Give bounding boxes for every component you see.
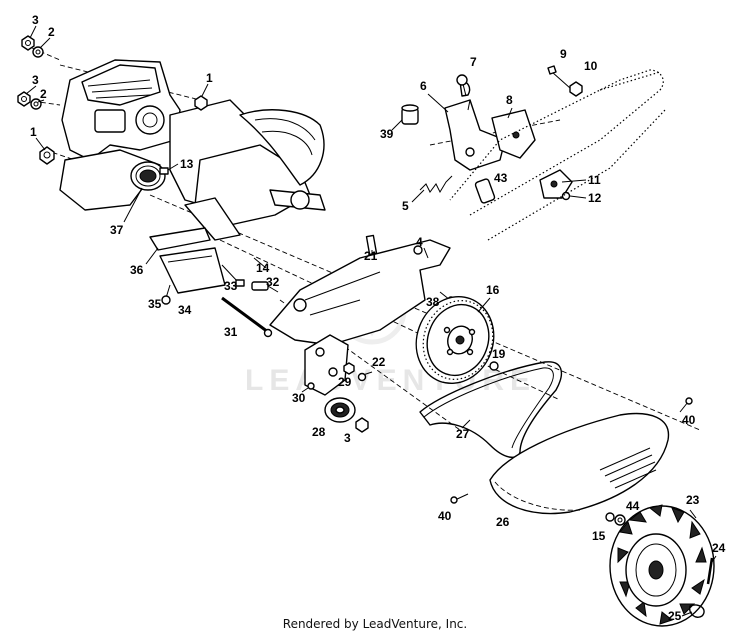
nut-3c: [355, 417, 369, 433]
nut-10: [569, 81, 583, 97]
screw-40a: [679, 397, 693, 413]
callout-29: 29: [338, 375, 352, 389]
idler-pulley: [324, 397, 356, 423]
bolt-7: [456, 74, 468, 97]
drive-belt: [419, 361, 563, 458]
callout-2: 2: [40, 87, 47, 101]
callout-3: 3: [344, 431, 351, 445]
callouts: 3 2 3 2 1 1 13 37 36 35 34 33 32 31 14 2…: [30, 13, 726, 623]
handlebar: [449, 69, 666, 241]
callout-5: 5: [402, 199, 409, 213]
nut-3a: [21, 35, 35, 51]
washer-2a: [32, 46, 44, 58]
callout-9: 9: [560, 47, 567, 61]
callout-19: 19: [492, 347, 506, 361]
callout-15: 15: [592, 529, 606, 543]
callout-40: 40: [682, 413, 696, 427]
callout-24: 24: [712, 541, 726, 555]
bolt-33: [221, 264, 245, 287]
spacer-43: [474, 178, 496, 204]
bolt-35: [161, 284, 171, 305]
nut-29: [343, 362, 355, 375]
callout-21: 21: [364, 249, 378, 263]
bolt-22: [357, 371, 373, 382]
pin-24: [706, 557, 714, 585]
callout-39: 39: [380, 127, 394, 141]
callout-35: 35: [148, 297, 162, 311]
nut-1a: [39, 146, 55, 165]
callout-38: 38: [426, 295, 440, 309]
bracket-36: [149, 227, 211, 251]
callout-33: 33: [224, 279, 238, 293]
callout-14: 14: [256, 261, 270, 275]
callout-32: 32: [266, 275, 280, 289]
callout-13: 13: [180, 157, 194, 171]
belt-cover: [489, 412, 670, 515]
idler-bracket: [304, 334, 349, 396]
bushing-39: [401, 104, 419, 125]
callout-44: 44: [626, 499, 640, 513]
callout-2: 2: [48, 25, 55, 39]
callout-36: 36: [130, 263, 144, 277]
callout-26: 26: [496, 515, 510, 529]
guard-34-edge: [167, 255, 213, 263]
callout-6: 6: [420, 79, 427, 93]
callout-30: 30: [292, 391, 306, 405]
key-13: [159, 167, 169, 175]
engine: [59, 59, 181, 211]
pin-21: [365, 234, 378, 256]
rod-31: [221, 296, 273, 338]
drive-belt-inner: [423, 367, 554, 449]
screw-40b: [450, 493, 469, 504]
nut-19: [489, 361, 499, 371]
nut-3b: [17, 91, 31, 107]
leader-lines: [25, 25, 717, 617]
nut-12: [561, 191, 571, 201]
callout-10: 10: [584, 59, 598, 73]
callout-7: 7: [470, 55, 477, 69]
callout-16: 16: [486, 283, 500, 297]
callout-1: 1: [30, 125, 37, 139]
screw-9: [547, 65, 571, 89]
callout-40: 40: [438, 509, 452, 523]
callout-8: 8: [506, 93, 513, 107]
footer-credit: Rendered by LeadVenture, Inc.: [282, 617, 468, 631]
callout-11: 11: [588, 173, 601, 187]
clamp-11: [539, 169, 573, 199]
guard-34: [159, 247, 226, 294]
callout-37: 37: [110, 223, 124, 237]
callout-43: 43: [494, 171, 508, 185]
belt-guard-panel: [269, 239, 451, 346]
spring-5: [419, 175, 453, 194]
callout-25: 25: [668, 609, 682, 623]
fitting-32: [251, 281, 279, 293]
callout-12: 12: [588, 191, 602, 205]
drive-pulley: [415, 295, 495, 385]
nut-1b: [194, 95, 208, 111]
wheel: [609, 504, 715, 627]
transmission-housing: [169, 99, 326, 241]
plate-8: [491, 109, 536, 159]
callout-22: 22: [372, 355, 386, 369]
engine-pulley: [130, 161, 166, 191]
callout-4: 4: [416, 235, 423, 249]
callout-1: 1: [206, 71, 213, 85]
callout-28: 28: [312, 425, 326, 439]
washer-15: [605, 512, 615, 522]
callout-3: 3: [32, 73, 39, 87]
callout-27: 27: [456, 427, 470, 441]
callout-34: 34: [178, 303, 192, 317]
callout-31: 31: [224, 325, 238, 339]
spacer-44: [614, 514, 626, 526]
bolt-30: [301, 382, 315, 393]
callout-23: 23: [686, 493, 700, 507]
callout-3: 3: [32, 13, 39, 27]
